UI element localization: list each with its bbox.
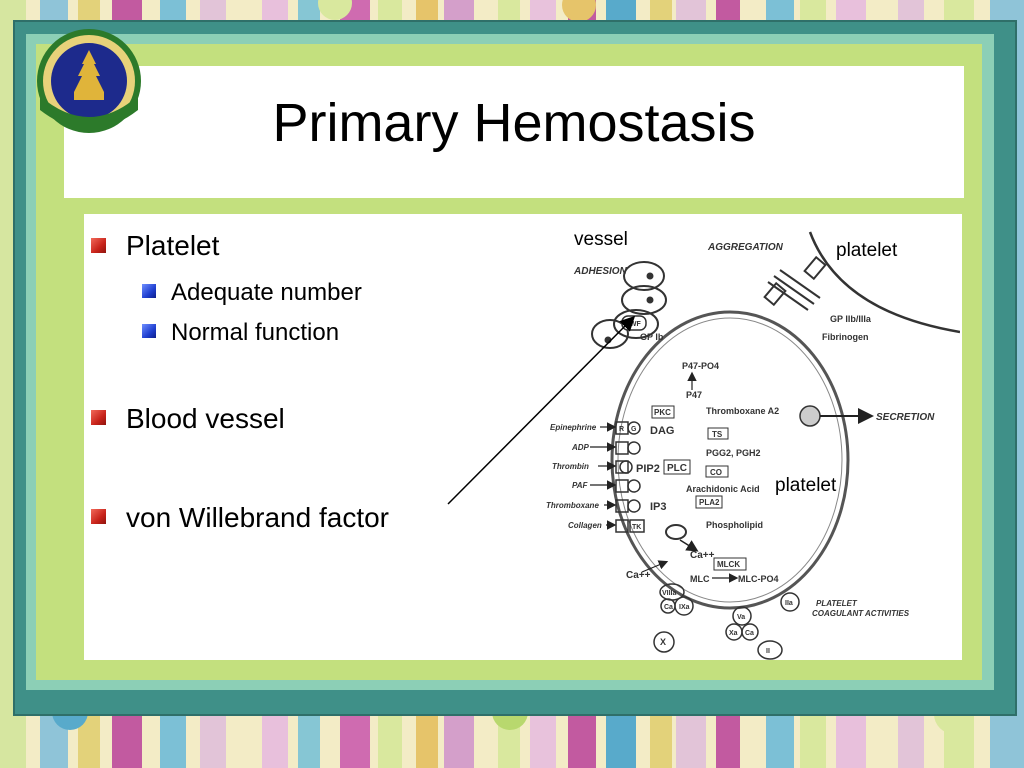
pip2-label: PIP2 xyxy=(636,463,660,475)
university-seal-icon xyxy=(37,29,141,133)
ii-label: II xyxy=(766,648,770,655)
pla2-label: PLA2 xyxy=(699,498,720,507)
gp-ib-label: GP Ib xyxy=(640,332,664,342)
gp-iib-iiia-label: GP IIb/IIIa xyxy=(830,314,872,324)
title-panel xyxy=(64,66,964,198)
receptor-tk-label: TK xyxy=(632,524,641,531)
ts-label: TS xyxy=(712,430,723,439)
coagulant-activities-label: COAGULANT ACTIVITIES xyxy=(812,609,910,618)
secretion-label: SECRETION xyxy=(876,412,935,423)
bullet-blood-vessel: Blood vessel xyxy=(126,403,285,434)
platelet-top-label: platelet xyxy=(836,240,898,261)
adp-label: ADP xyxy=(571,443,590,452)
collagen-label: Collagen xyxy=(568,521,602,530)
coagulant-factors xyxy=(653,583,800,660)
thromboxane-a2-label: Thromboxane A2 xyxy=(706,406,779,416)
bullet-marker-icon xyxy=(91,238,106,253)
pgg-pgh-label: PGG2, PGH2 xyxy=(706,448,761,458)
viiia-label: VIIIa xyxy=(662,590,677,597)
iia-label: IIa xyxy=(785,600,793,607)
gp-iib-iiia-bridge xyxy=(763,255,827,311)
p47-label: P47 xyxy=(686,390,702,400)
xa-label: Xa xyxy=(729,630,738,637)
platelet-membrane xyxy=(610,310,850,610)
ca-label: Ca++ xyxy=(690,550,715,561)
mlc-po4-label: MLC-PO4 xyxy=(738,574,779,584)
paf-label: PAF xyxy=(572,481,589,490)
sub-bullet-adequate-number: Adequate number xyxy=(171,279,362,306)
bullet-von-willebrand-factor: von Willebrand factor xyxy=(126,502,390,533)
ixa-label: IXa xyxy=(679,604,690,611)
platelet-mid-label: platelet xyxy=(775,475,837,496)
pkc-label: PKC xyxy=(654,408,671,417)
bullet-platelet: Platelet xyxy=(126,230,220,261)
mlck-label: MLCK xyxy=(717,560,740,569)
ca-external-label: Ca++ xyxy=(626,570,651,581)
bullet-marker-icon xyxy=(91,509,106,524)
ca-b-label: Ca xyxy=(745,630,754,637)
sub-bullet-normal-function: Normal function xyxy=(171,319,340,346)
slide-title: Primary Hemostasis xyxy=(272,93,756,153)
arachidonic-acid-label: Arachidonic Acid xyxy=(686,484,760,494)
x-label: X xyxy=(660,637,666,647)
sub-bullet-marker-icon xyxy=(142,324,156,338)
dag-label: DAG xyxy=(650,425,674,437)
ca-a-label: Ca xyxy=(664,604,673,611)
thrombin-label: Thrombin xyxy=(552,462,589,471)
receptor-g-label: G xyxy=(631,426,637,433)
receptor-column xyxy=(615,421,645,533)
p47-po4-label: P47-PO4 xyxy=(682,361,719,371)
plc-label: PLC xyxy=(667,463,687,474)
aggregation-label: AGGREGATION xyxy=(707,242,784,253)
epinephrine-label: Epinephrine xyxy=(550,423,597,432)
thromboxane-label: Thromboxane xyxy=(546,501,599,510)
vessel-endothelial-cells xyxy=(591,261,667,349)
vessel-label: vessel xyxy=(574,229,628,250)
second-platelet-membrane xyxy=(808,231,960,334)
co-label: CO xyxy=(710,468,722,477)
bullet-marker-icon xyxy=(91,410,106,425)
ip3-label: IP3 xyxy=(650,501,667,513)
platelet-coag-label: PLATELET xyxy=(816,599,858,608)
receptor-r-label: R xyxy=(619,426,624,433)
sub-bullet-marker-icon xyxy=(142,284,156,298)
adhesion-label: ADHESION xyxy=(573,266,628,277)
fibrinogen-label: Fibrinogen xyxy=(822,332,869,342)
phospholipid-label: Phospholipid xyxy=(706,520,763,530)
mlc-label: MLC xyxy=(690,574,710,584)
va-label: Va xyxy=(737,614,745,621)
content-panel xyxy=(84,214,962,660)
